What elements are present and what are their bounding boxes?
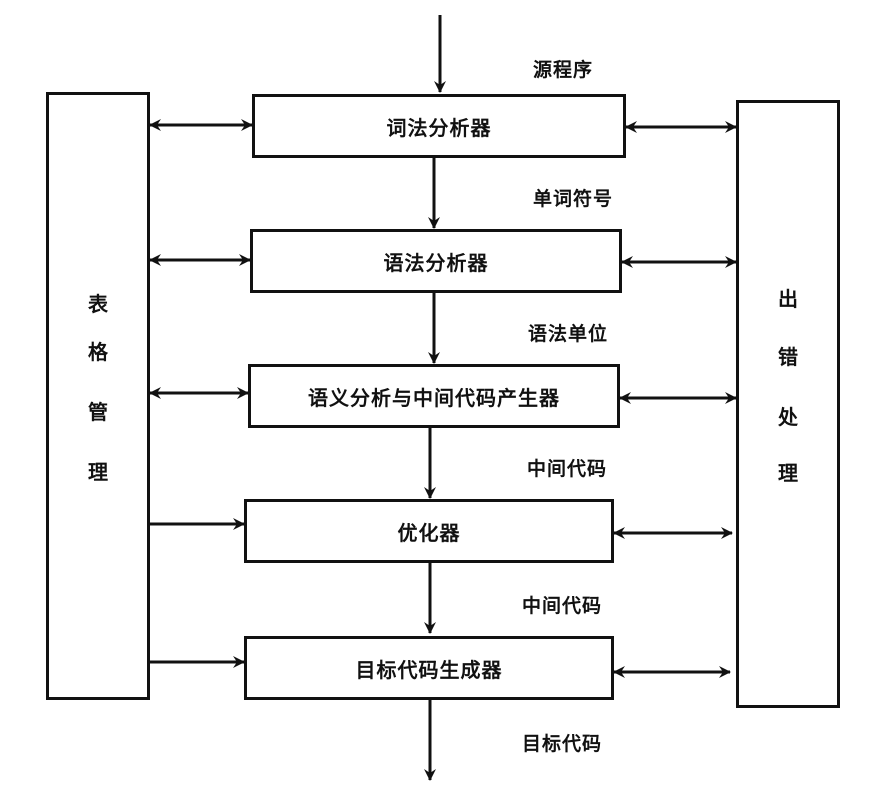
table-management-panel: 表 格 管 理 xyxy=(46,92,150,700)
tokens-label: 单词符号 xyxy=(533,188,614,210)
table-management-char-1: 表 xyxy=(88,292,108,316)
error-handling-char-2: 错 xyxy=(778,345,798,369)
code-generator-box: 目标代码生成器 xyxy=(244,636,614,700)
table-management-char-4: 理 xyxy=(88,460,108,484)
error-handling-char-4: 理 xyxy=(778,461,798,485)
lexical-analyzer-box: 词法分析器 xyxy=(252,94,626,158)
syntax-units-label: 语法单位 xyxy=(528,323,609,345)
table-management-char-2: 格 xyxy=(88,340,108,364)
semantic-analyzer-box: 语义分析与中间代码产生器 xyxy=(248,364,620,428)
error-handling-char-1: 出 xyxy=(778,287,798,311)
error-handling-panel: 出 错 处 理 xyxy=(736,100,840,708)
optimizer-box: 优化器 xyxy=(244,499,614,563)
error-handling-char-3: 处 xyxy=(778,405,798,429)
table-management-char-3: 管 xyxy=(88,400,108,424)
syntax-analyzer-box: 语法分析器 xyxy=(250,229,622,293)
source-program-label: 源程序 xyxy=(533,59,594,81)
intermediate-code-label-2: 中间代码 xyxy=(522,595,603,617)
intermediate-code-label-1: 中间代码 xyxy=(527,458,608,480)
target-code-label: 目标代码 xyxy=(522,733,603,755)
